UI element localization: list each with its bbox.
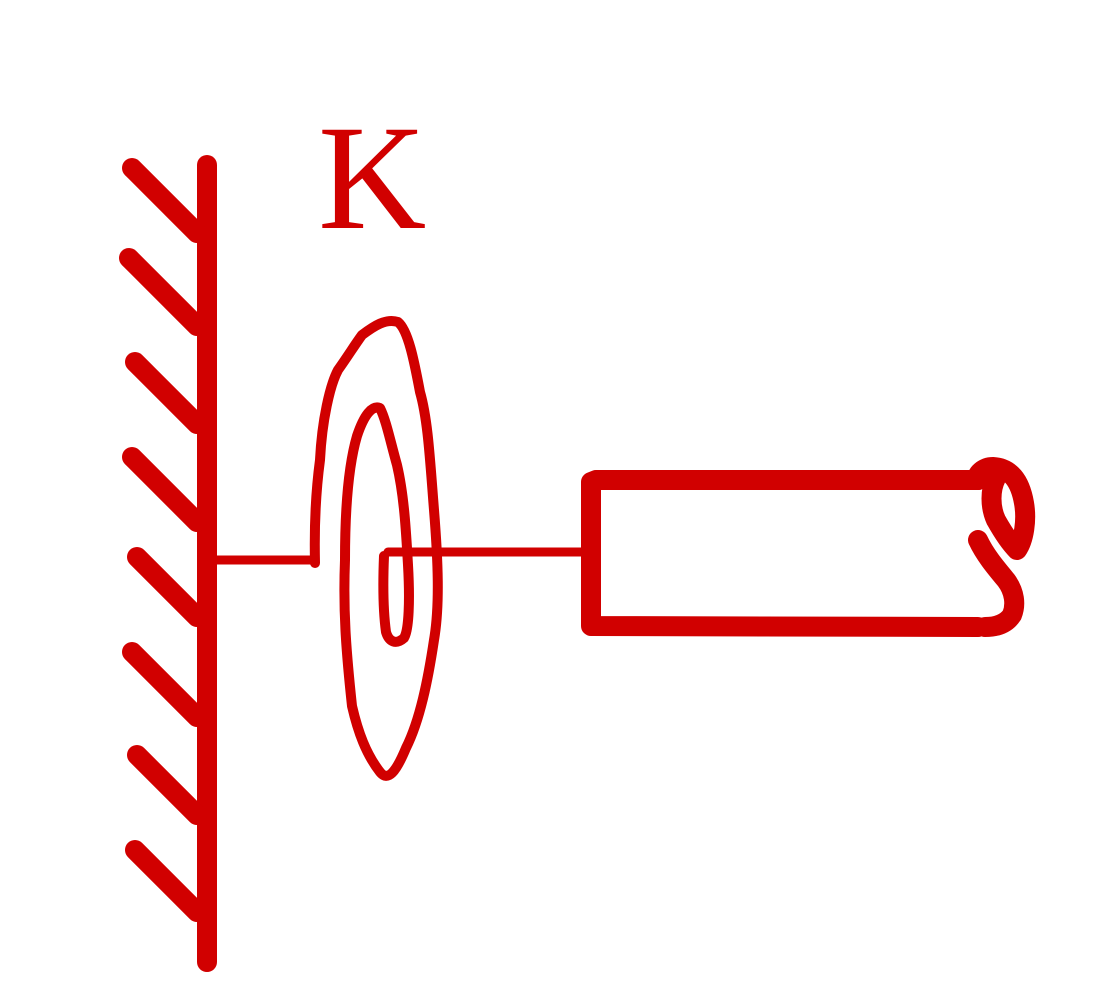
hatch-mark	[127, 547, 207, 627]
cylinder-end-cap	[967, 457, 1036, 637]
hatch-mark	[125, 352, 207, 434]
cylinder-body	[581, 470, 988, 637]
hatch-mark	[119, 248, 207, 336]
spring-label: K	[318, 95, 426, 261]
cylinder	[581, 457, 1036, 637]
fixed-wall	[119, 155, 217, 972]
hatch-mark	[122, 158, 207, 243]
spring-outer-coil	[309, 316, 443, 781]
torsional-spring	[309, 316, 443, 781]
wall-hatching	[119, 158, 207, 922]
hatch-mark	[125, 840, 207, 922]
hatch-mark	[122, 642, 207, 727]
hatch-mark	[127, 745, 207, 825]
hatch-mark	[122, 447, 207, 532]
